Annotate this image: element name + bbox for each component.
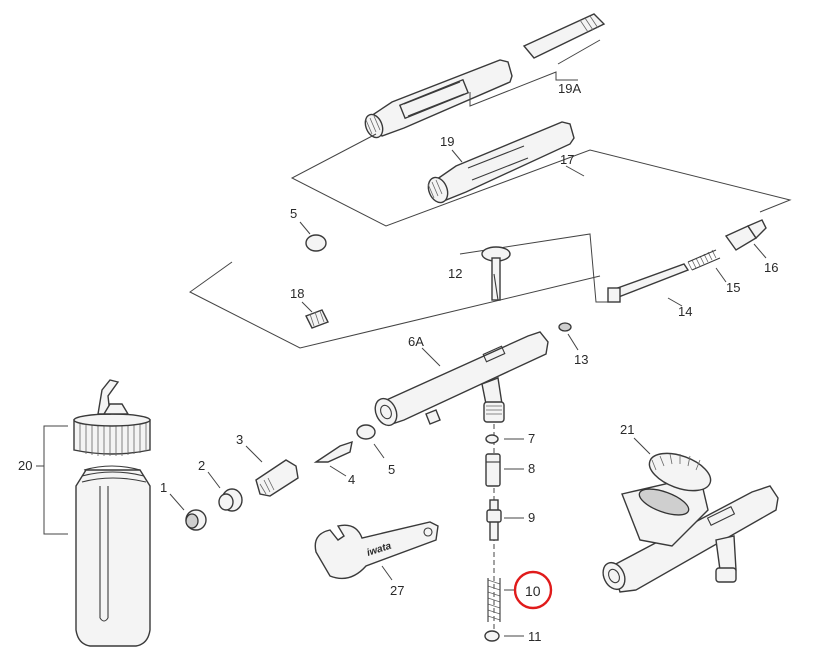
part-19-handle [427,121,575,204]
part-8-guide [485,453,501,487]
label-21: 21 [620,422,634,437]
label-13: 13 [574,352,588,367]
part-4-nozzle [313,440,353,463]
leader-27 [381,565,393,581]
leader-19a-insert [557,39,601,65]
leader-6a [421,347,441,367]
part-9-piston [486,499,502,541]
label-16: 16 [764,260,778,275]
part-2-needle-cap [218,488,243,512]
part-18-screw [305,309,329,329]
leader-21 [633,437,651,455]
label-19: 19 [440,134,454,149]
part-10-spring [487,578,501,622]
part-11-oring [484,630,500,642]
label-1: 1 [160,480,167,495]
highlight-circle-part-10 [513,570,553,610]
part-5-upper-oring [305,234,327,252]
label-18: 18 [290,286,304,301]
bracket-17-upper [290,133,792,227]
leader-14 [667,297,683,307]
part-27-wrench: iwata [314,521,439,580]
label-4: 4 [348,472,355,487]
leader-5-upper [299,221,311,235]
label-8: 8 [528,461,535,476]
label-15: 15 [726,280,740,295]
label-5-upper: 5 [290,206,297,221]
part-1-cap [185,509,207,531]
label-19a: 19A [558,81,581,96]
part-21-complete-airbrush [602,452,779,593]
leader-19a-bracket [469,71,578,107]
bracket-12-guide [459,233,612,303]
leader-17 [565,165,585,177]
bracket-20 [43,425,68,535]
label-12: 12 [448,266,462,281]
label-11: 11 [528,629,542,644]
leader-15 [715,267,727,283]
part-12-trigger [481,246,511,301]
label-5-lower: 5 [388,462,395,477]
part-14-needle-chucking-guide [607,263,690,303]
leader-5-lower [373,443,385,459]
label-17: 17 [560,152,574,167]
bracket-18-guide [189,261,601,349]
part-19a-insert [522,13,606,59]
part-6a-body [374,331,549,427]
label-10: 10 [525,583,541,599]
label-3: 3 [236,432,243,447]
label-14: 14 [678,304,692,319]
label-27: 27 [390,583,404,598]
label-20: 20 [18,458,32,473]
leader-16 [753,243,767,259]
label-9: 9 [528,510,535,525]
leader-1 [169,493,185,511]
part-20-bottle [73,379,151,647]
part-5-lower-oring [356,424,376,440]
leader-4 [329,465,347,477]
part-13-screw [558,322,572,332]
label-6a: 6A [408,334,424,349]
leader-19 [451,149,463,163]
part-16-needle-chucking-nut [724,219,767,251]
label-7: 7 [528,431,535,446]
part-7-oring [485,434,499,444]
leader-3 [245,445,263,463]
leader-2 [207,471,221,489]
part-15-spring [687,249,721,271]
label-2: 2 [198,458,205,473]
leader-18 [301,301,313,313]
part-3-nozzle-cap [255,459,299,497]
part-19a-handle [364,59,513,139]
leader-13 [567,333,579,351]
